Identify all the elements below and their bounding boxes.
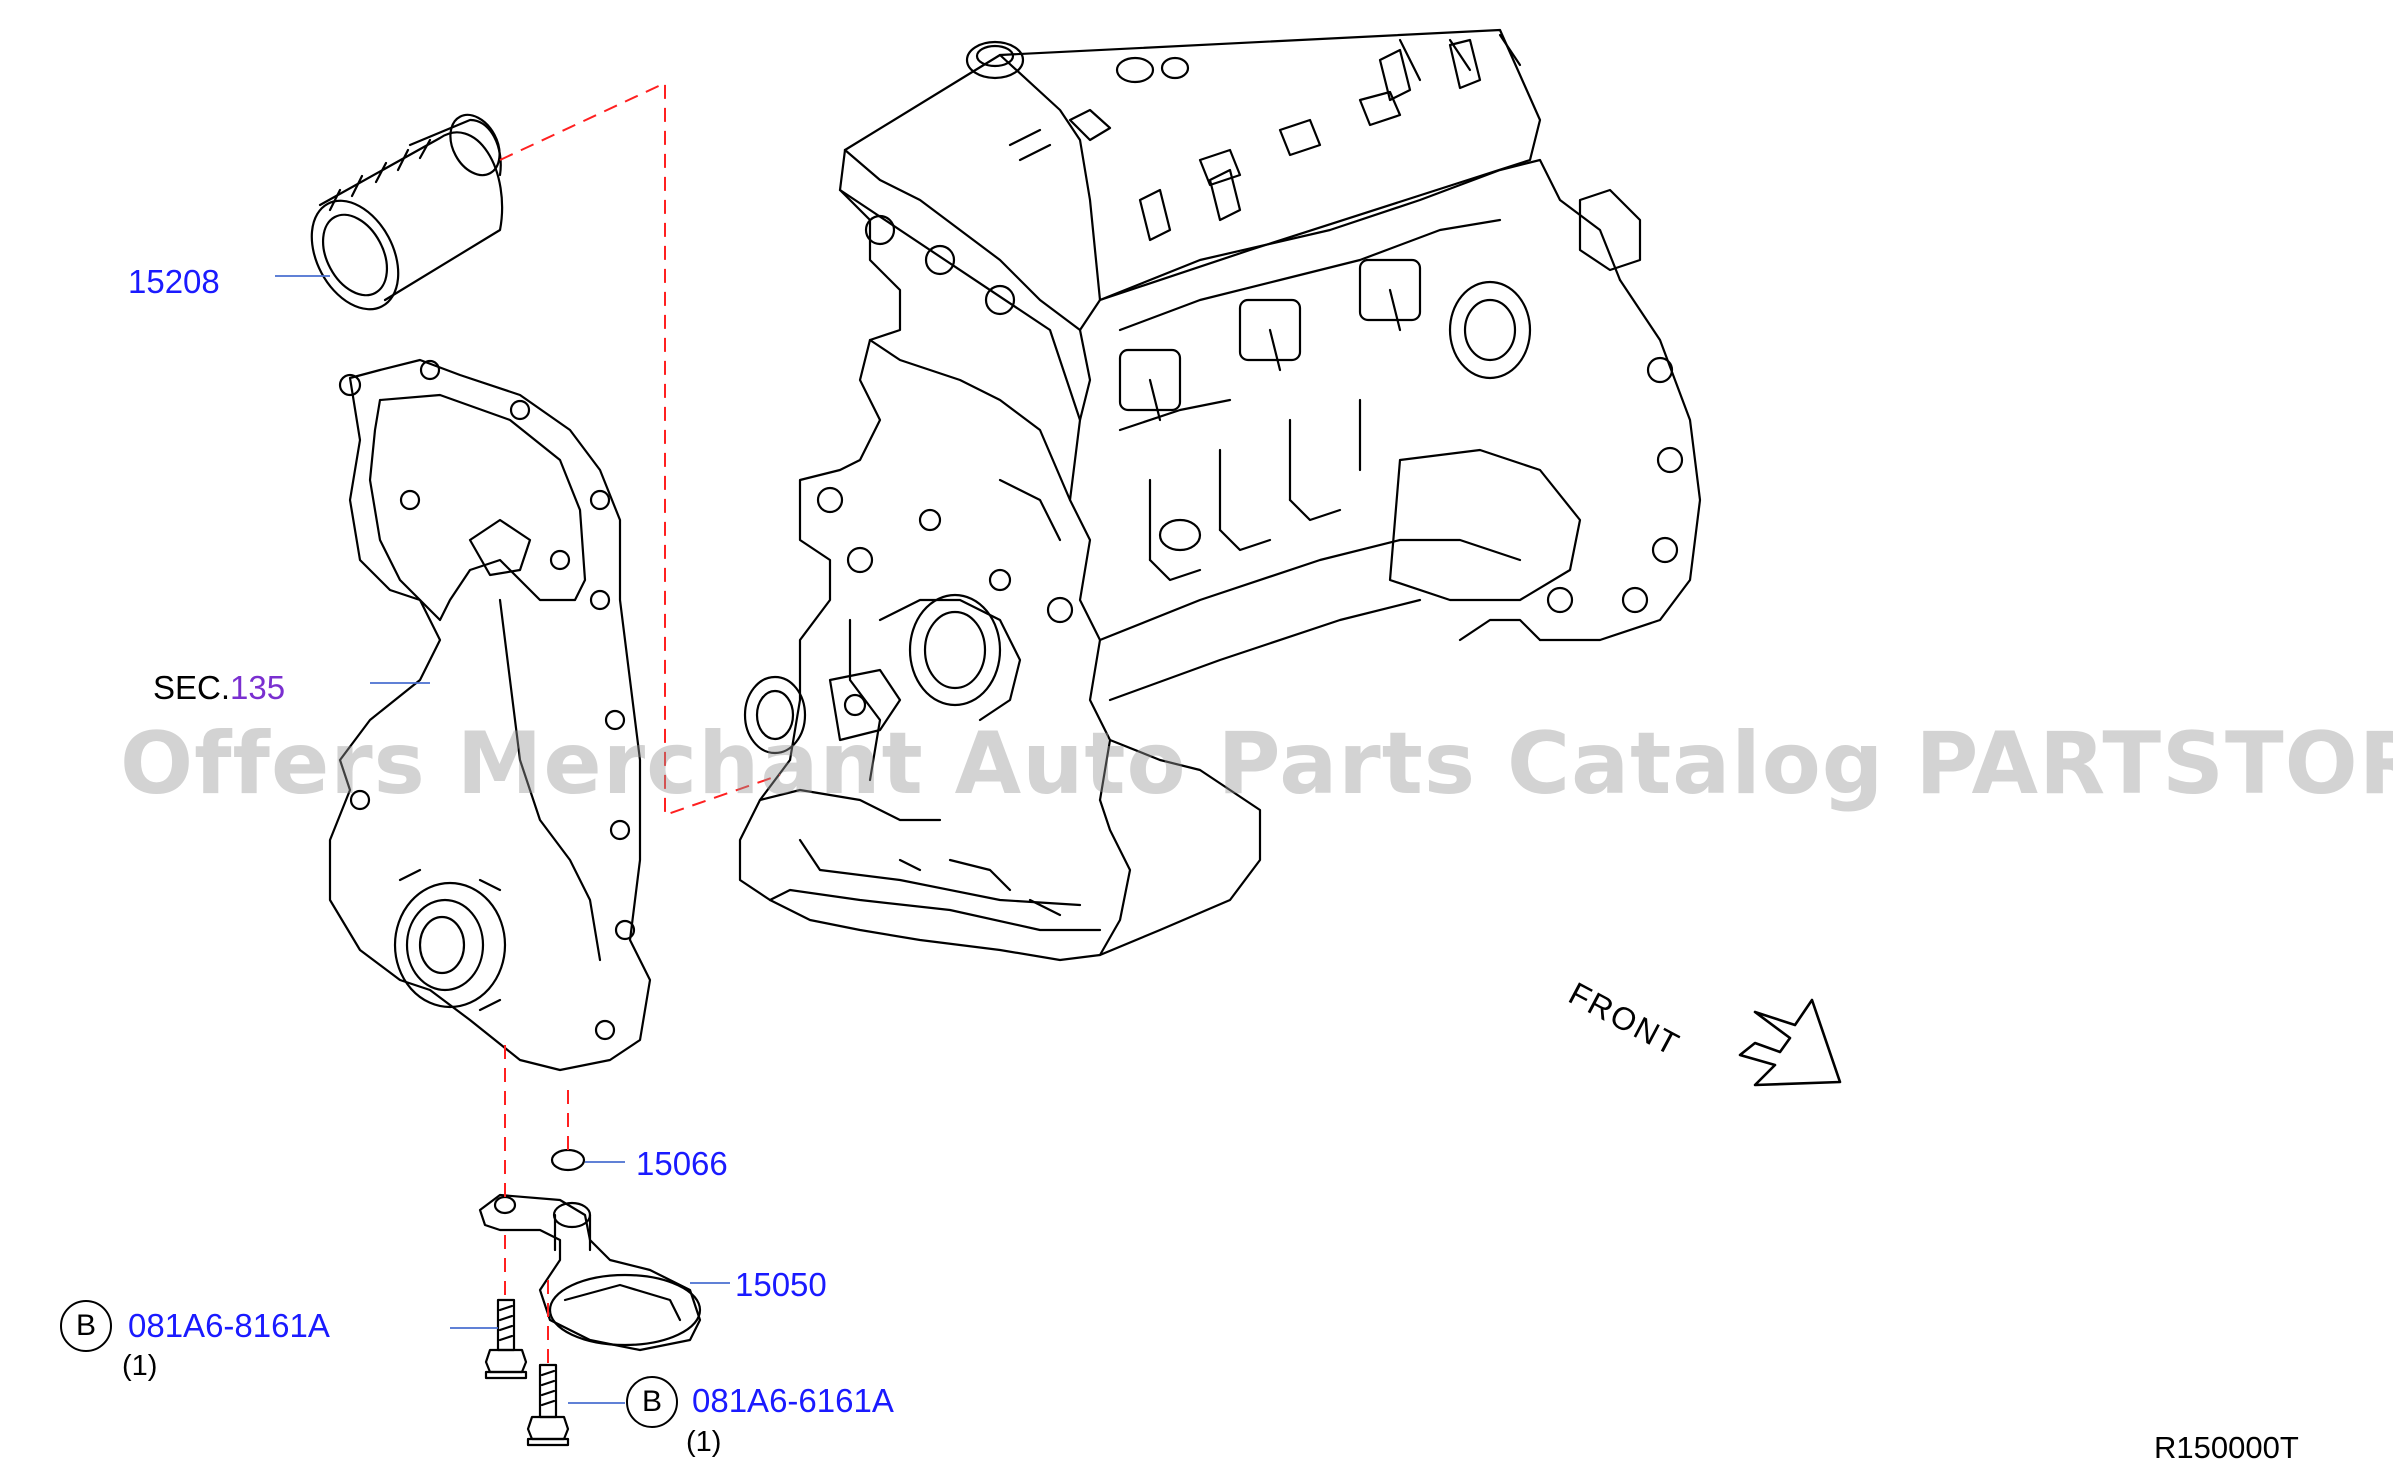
dash-lines (499, 81, 781, 1363)
gasket-icon[interactable] (550, 1148, 586, 1172)
bolt-marker-circle: B (626, 1376, 678, 1428)
part-label-bolt-2[interactable]: 081A6-6161A (692, 1382, 894, 1419)
front-arrow-icon (1738, 998, 1842, 1087)
watermark: Offers Merchant Auto Parts Catalog PARTS… (120, 714, 2393, 814)
bolt-1-quantity: (1) (122, 1350, 158, 1382)
part-label-oil-strainer-gasket[interactable]: 15066 (636, 1145, 728, 1182)
bolt-icon[interactable] (526, 1363, 570, 1447)
oil-filter-icon[interactable] (294, 106, 509, 324)
bolt-2-quantity: (1) (686, 1426, 722, 1458)
section-number[interactable]: 135 (230, 669, 286, 706)
section-prefix: SEC. (153, 669, 231, 706)
bolt-marker-circle: B (60, 1300, 112, 1352)
engine-block-icon[interactable] (738, 28, 1702, 962)
section-reference[interactable]: SEC.135 (153, 671, 285, 704)
leader-lines (275, 275, 730, 1404)
drawing-code: R150000T (2154, 1430, 2299, 1465)
part-label-oil-strainer[interactable]: 15050 (735, 1266, 827, 1303)
bolt-icon[interactable] (484, 1298, 528, 1380)
part-label-bolt-1[interactable]: 081A6-8161A (128, 1307, 330, 1344)
part-label-oil-filter[interactable]: 15208 (128, 263, 220, 300)
timing-cover-icon[interactable] (328, 358, 652, 1072)
